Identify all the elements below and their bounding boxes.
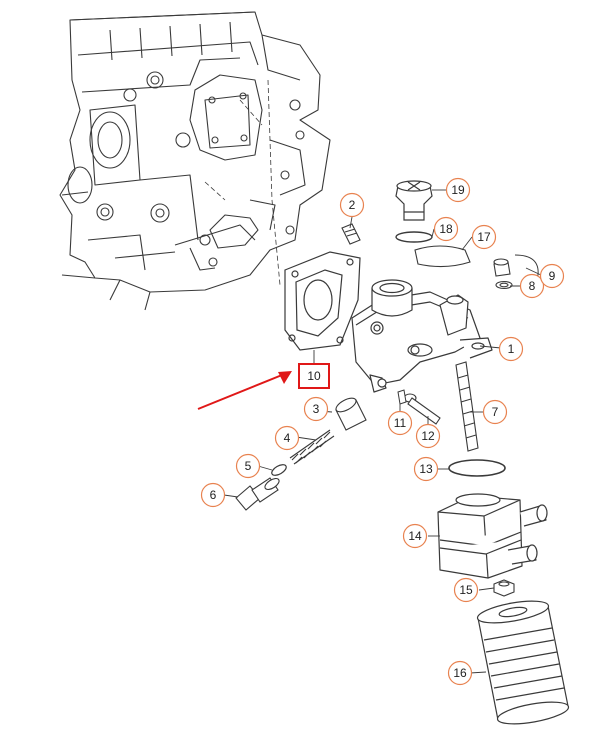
callout-6: 6	[200, 482, 226, 508]
callout-6-label: 6	[210, 488, 217, 502]
callout-13-label: 13	[419, 462, 433, 476]
callout-2: 2	[339, 192, 365, 218]
part-14-oil-cooler	[437, 493, 548, 579]
callout-13: 13	[413, 456, 439, 482]
callout-19-marker	[445, 177, 471, 203]
callout-8-marker	[519, 273, 545, 299]
callout-6-marker	[200, 482, 226, 508]
callout-7-label: 7	[492, 405, 499, 419]
part-2-plug	[341, 223, 361, 245]
callout-3-label: 3	[313, 402, 320, 416]
callout-14: 14	[402, 523, 428, 549]
callout-8: 8	[519, 273, 545, 299]
callout-9: 9	[539, 263, 565, 289]
callout-17-label: 17	[477, 230, 491, 244]
part-18-o-ring	[395, 231, 433, 243]
callout-13-marker	[413, 456, 439, 482]
callout-4-label: 4	[284, 431, 291, 445]
callout-8-label: 8	[529, 279, 536, 293]
callout-16: 16	[447, 660, 473, 686]
callout-10: 10	[298, 363, 330, 389]
callout-5: 5	[235, 453, 261, 479]
callout-2-label: 2	[349, 198, 356, 212]
callout-1: 1	[498, 336, 524, 362]
part-8-sender	[493, 258, 513, 290]
part-7-stud	[455, 361, 479, 452]
callout-5-marker	[235, 453, 261, 479]
callout-14-label: 14	[408, 529, 422, 543]
callout-7: 7	[482, 399, 508, 425]
callout-4-marker	[274, 425, 300, 451]
callout-1-marker	[498, 336, 524, 362]
callout-3: 3	[303, 396, 329, 422]
callout-14-marker	[402, 523, 428, 549]
callout-15-label: 15	[459, 583, 473, 597]
engine-block	[59, 11, 331, 311]
part-6-plug-screw	[235, 477, 280, 511]
part-17-seal	[414, 245, 471, 268]
callout-12-label: 12	[421, 429, 435, 443]
callout-5-label: 5	[245, 459, 252, 473]
callout-15-marker	[453, 577, 479, 603]
callout-16-marker	[447, 660, 473, 686]
callout-9-marker	[539, 263, 565, 289]
part-13-o-ring	[448, 459, 506, 477]
oil-filter-flange-gasket	[284, 251, 361, 351]
part-4-spring	[289, 429, 335, 465]
callout-10-marker	[298, 363, 330, 389]
callout-4: 4	[274, 425, 300, 451]
part-16-oil-filter	[476, 600, 570, 725]
part-3-valve	[335, 397, 367, 431]
callout-16-label: 16	[453, 666, 467, 680]
callout-1-label: 1	[508, 342, 515, 356]
callout-18-marker	[433, 216, 459, 242]
part-9-bracket-line	[514, 254, 539, 291]
callout-10-label: 10	[307, 369, 321, 383]
callout-19-label: 19	[451, 183, 465, 197]
callout-11-label: 11	[394, 416, 407, 430]
callout-12: 12	[415, 423, 441, 449]
callout-18-label: 18	[439, 222, 453, 236]
assembly-guides	[204, 79, 281, 286]
callout-15: 15	[453, 577, 479, 603]
callout-19: 19	[445, 177, 471, 203]
oil-filter-housing	[351, 279, 493, 393]
pointer-arrow	[197, 371, 292, 410]
callout-18: 18	[433, 216, 459, 242]
part-5-washer	[271, 464, 287, 476]
callout-17: 17	[471, 224, 497, 250]
callout-11-marker	[387, 410, 413, 436]
leader-lines	[223, 189, 542, 674]
callout-3-marker	[303, 396, 329, 422]
callout-12-marker	[415, 423, 441, 449]
callout-9-label: 9	[549, 269, 556, 283]
callout-2-marker	[339, 192, 365, 218]
part-15-nut	[493, 579, 515, 597]
callout-7-marker	[482, 399, 508, 425]
callout-11: 11	[387, 410, 413, 436]
part-19-cap	[395, 180, 433, 221]
part-11-pin	[397, 389, 407, 405]
callout-17-marker	[471, 224, 497, 250]
